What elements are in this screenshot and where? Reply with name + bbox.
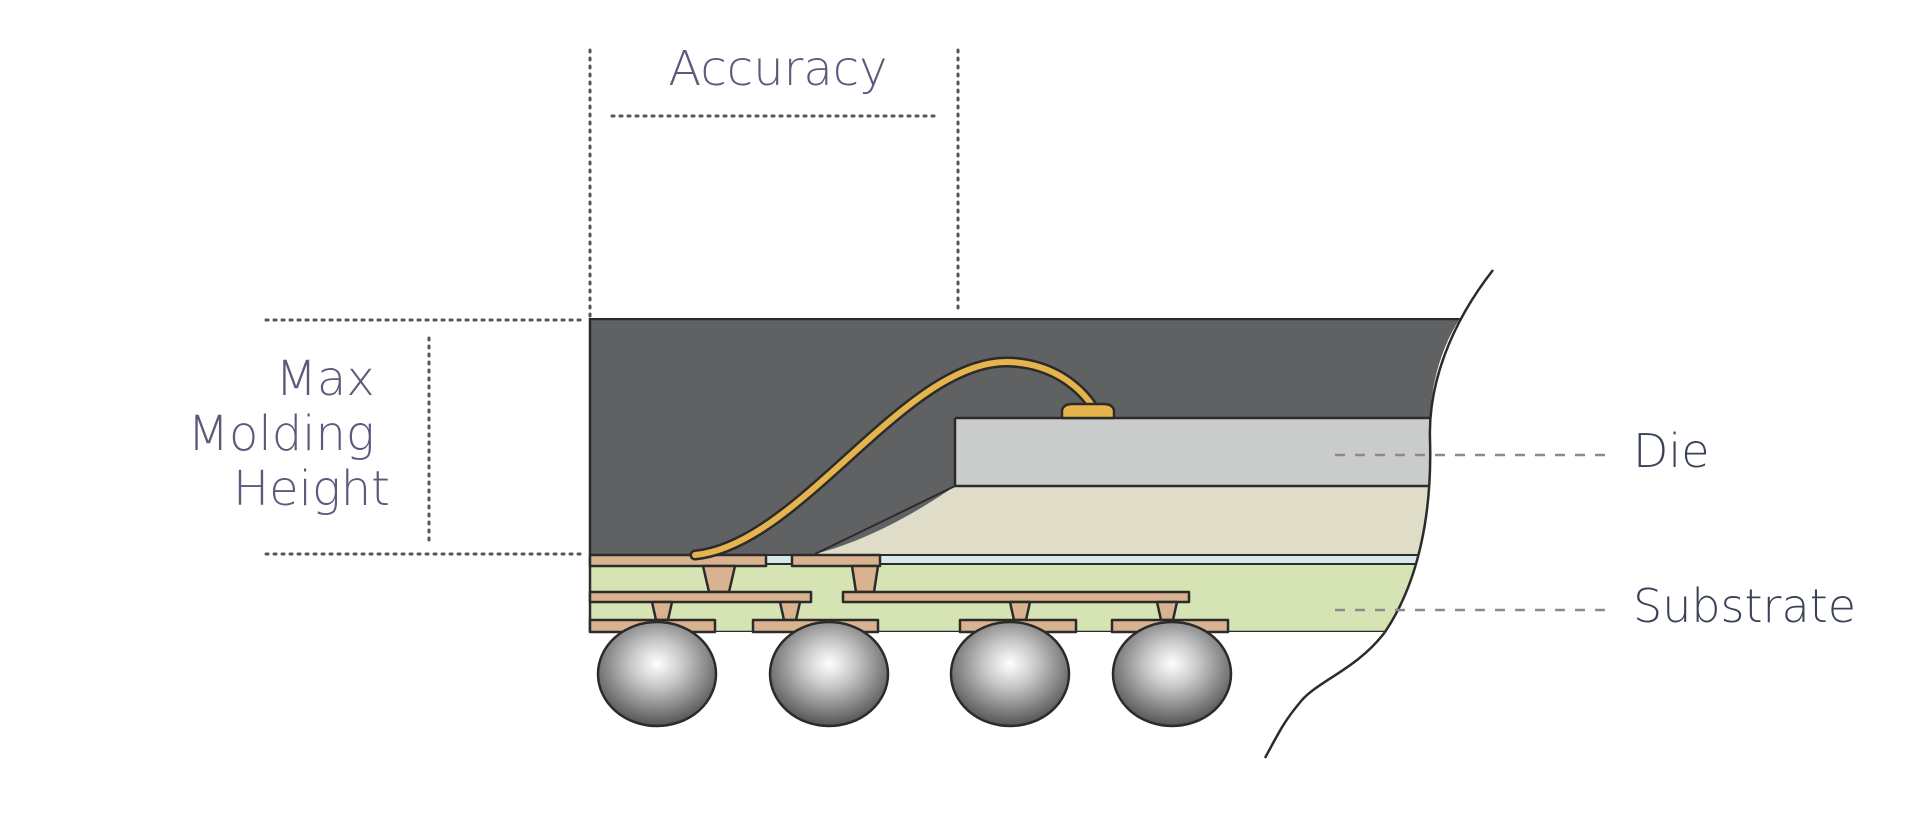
copper-via: [850, 564, 880, 594]
copper-via: [1008, 600, 1032, 622]
solder-balls: [596, 620, 1233, 728]
die-label: Die: [1633, 424, 1710, 478]
passivation-layer: [590, 556, 1460, 564]
copper-via: [650, 600, 674, 622]
solder-ball: [768, 620, 890, 728]
wire-bond-core: [692, 358, 1098, 558]
board-cut-edge: [1263, 631, 1386, 759]
die: [955, 418, 1460, 486]
solder-ball: [596, 620, 718, 728]
substrate-label: Substrate: [1633, 579, 1856, 633]
max-molding-height-line-1: Max: [276, 351, 375, 407]
max-molding-height-line-2: Molding: [188, 406, 375, 462]
copper-trace: [588, 590, 813, 604]
copper-via: [778, 600, 802, 622]
copper-via: [1155, 600, 1179, 622]
solder-ball: [949, 620, 1071, 728]
accuracy-label: Accuracy: [668, 41, 887, 97]
underfill: [815, 486, 1460, 556]
max-molding-height-line-3: Height: [233, 461, 390, 517]
copper-via: [701, 564, 737, 594]
copper-pad: [588, 553, 768, 568]
wire-bond: [689, 356, 1116, 561]
copper-pad: [790, 553, 882, 568]
solder-ball: [1111, 620, 1233, 728]
underfill-edge: [814, 485, 956, 555]
copper-trace: [841, 590, 1191, 604]
package-cut-edge: [1383, 269, 1494, 633]
wire-bond-ball: [1060, 402, 1116, 420]
max-molding-height-label: Max Molding Height: [188, 351, 390, 517]
